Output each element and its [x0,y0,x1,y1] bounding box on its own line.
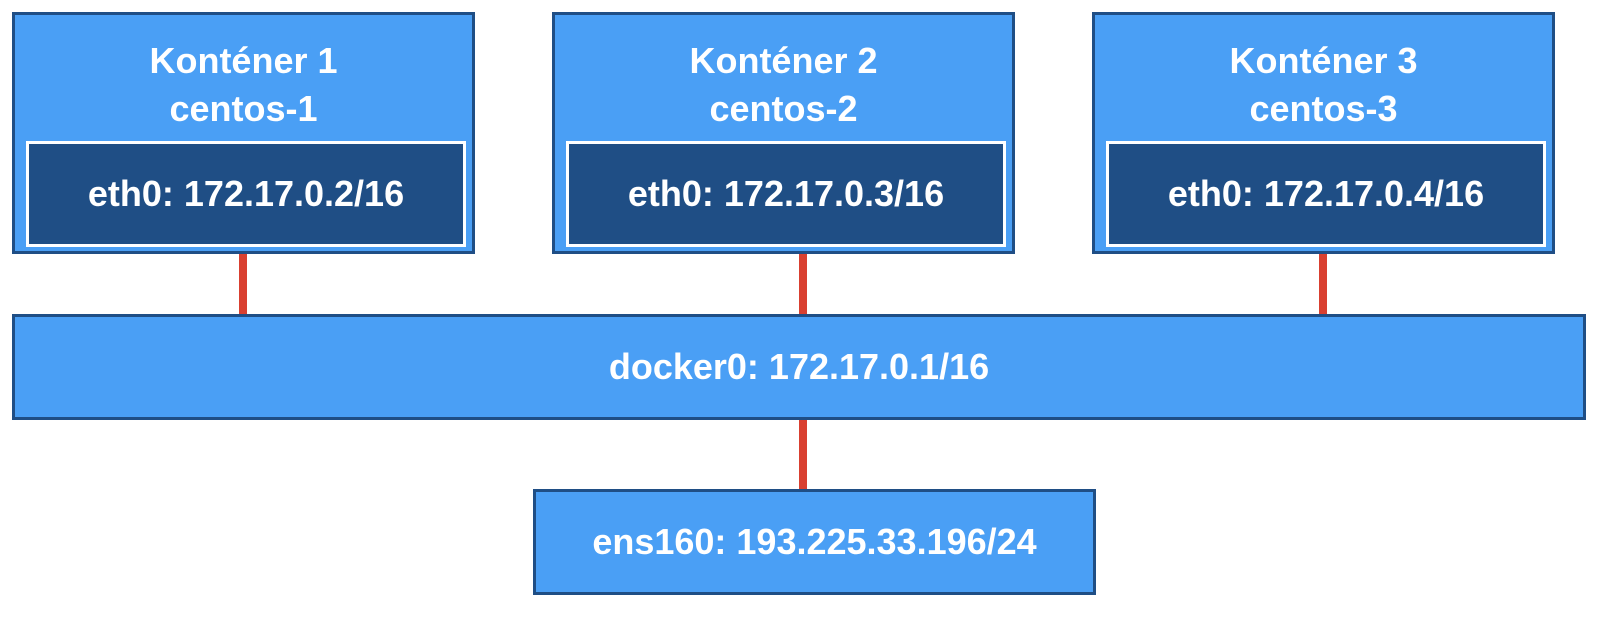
container-interface: eth0: 172.17.0.3/16 [566,141,1006,247]
container-title: Konténer 2 [689,40,878,81]
container-title-block: Konténer 2 centos-2 [555,37,1012,133]
container-box-2: Konténer 2 centos-2 eth0: 172.17.0.3/16 [552,12,1015,254]
container-name: centos-3 [1249,88,1398,129]
host-interface-label: ens160: 193.225.33.196/24 [592,521,1037,562]
container-title: Konténer 1 [149,40,338,81]
docker-bridge-box: docker0: 172.17.0.1/16 [12,314,1586,420]
link-container-1-bridge [239,254,247,314]
link-container-3-bridge [1319,254,1327,314]
container-name: centos-2 [709,88,858,129]
host-interface-box: ens160: 193.225.33.196/24 [533,489,1096,595]
bridge-label: docker0: 172.17.0.1/16 [608,346,990,387]
link-bridge-host [799,420,807,489]
link-container-2-bridge [799,254,807,314]
container-box-1: Konténer 1 centos-1 eth0: 172.17.0.2/16 [12,12,475,254]
container-interface: eth0: 172.17.0.4/16 [1106,141,1546,247]
container-name: centos-1 [169,88,318,129]
container-interface: eth0: 172.17.0.2/16 [26,141,466,247]
container-title-block: Konténer 1 centos-1 [15,37,472,133]
container-title: Konténer 3 [1229,40,1418,81]
container-box-3: Konténer 3 centos-3 eth0: 172.17.0.4/16 [1092,12,1555,254]
container-title-block: Konténer 3 centos-3 [1095,37,1552,133]
